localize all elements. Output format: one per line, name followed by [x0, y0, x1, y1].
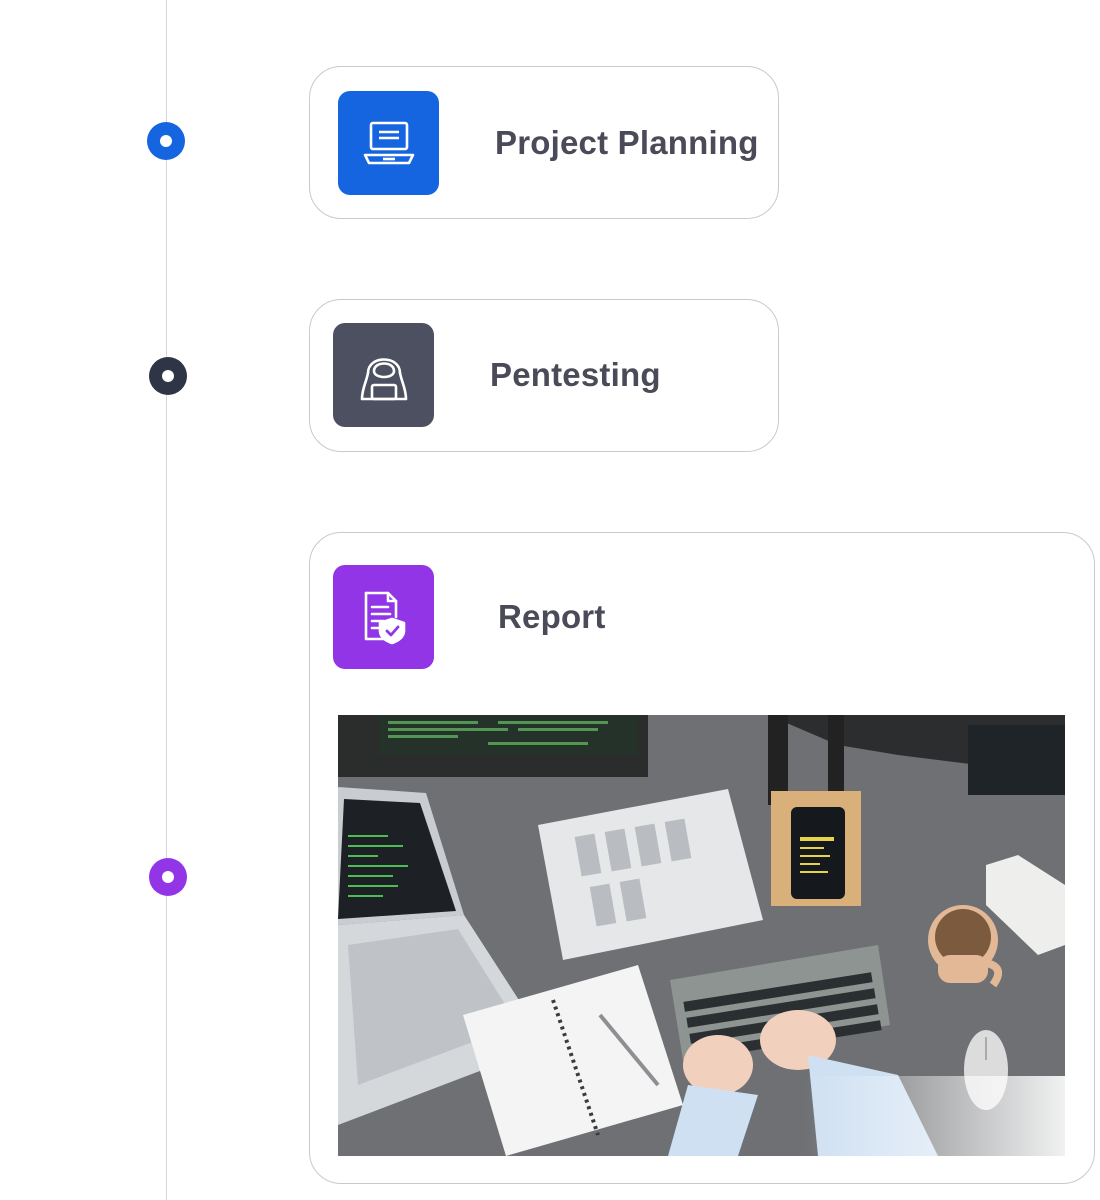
timeline-dot-project-planning: [147, 122, 185, 160]
step-icon-tile-project-planning: [338, 91, 439, 195]
hacker-icon: [360, 358, 407, 401]
timeline-dot-report: [149, 858, 187, 896]
step-title-report: Report: [498, 598, 606, 635]
timeline-line: [166, 0, 167, 1200]
step-title-pentesting: Pentesting: [490, 356, 661, 393]
step-icon-tile-pentesting: [333, 323, 434, 427]
step-icon-tile-report: [333, 565, 434, 669]
timeline-dot-pentesting: [149, 357, 187, 395]
step-title-project-planning: Project Planning: [495, 124, 759, 161]
report-photo: [338, 715, 1065, 1156]
laptop-icon: [363, 121, 414, 165]
secure-document-icon: [364, 591, 405, 645]
